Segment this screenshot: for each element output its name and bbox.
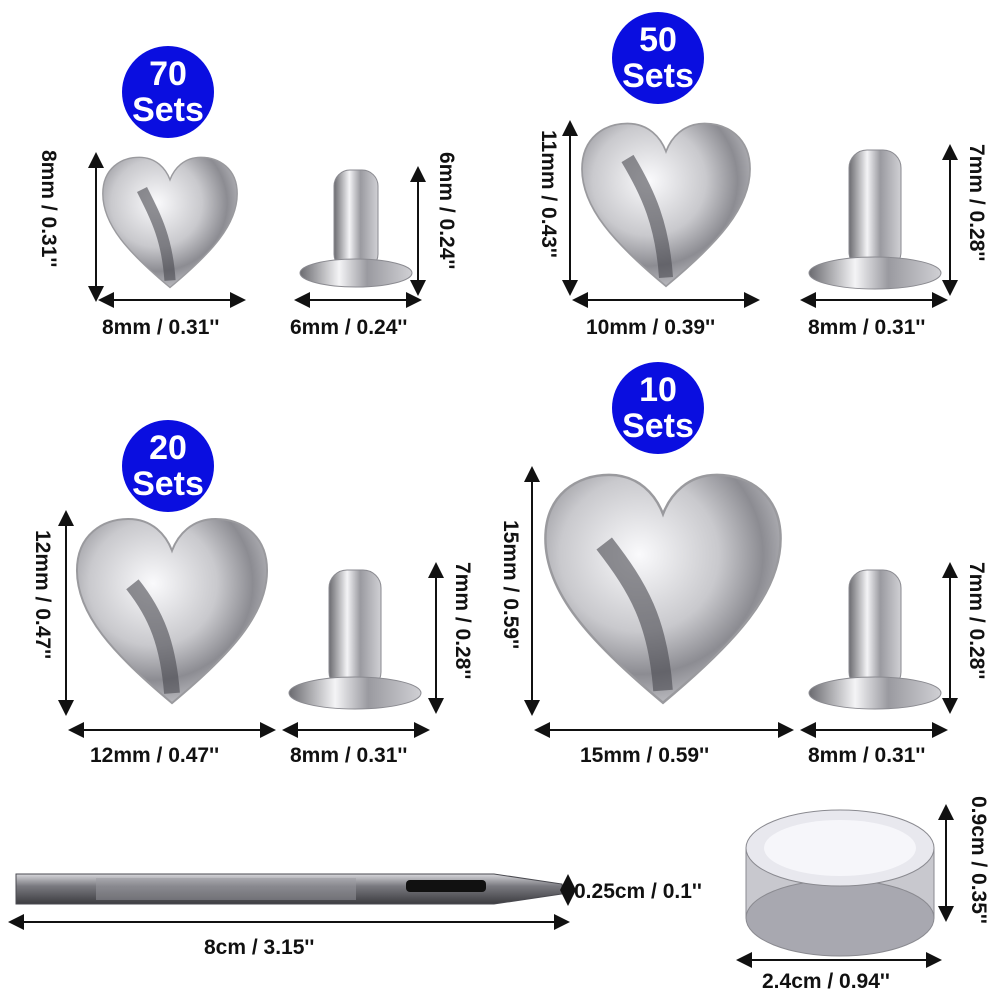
punch-length-label: 8cm / 3.15''	[204, 936, 315, 959]
heart-rivet-cap-12mm	[75, 517, 269, 705]
heart-rivet-cap-8mm	[102, 156, 238, 289]
heart-width-label: 15mm / 0.59''	[580, 744, 710, 767]
heart-width-dimension	[572, 292, 760, 308]
heart-width-dimension	[68, 722, 276, 738]
post-width-dimension	[282, 722, 430, 738]
post-width-dimension	[800, 722, 948, 738]
heart-width-label: 10mm / 0.39''	[586, 316, 716, 339]
heart-height-label: 8mm / 0.31''	[37, 150, 60, 268]
badge-unit: Sets	[132, 91, 204, 129]
setting-punch-tool	[15, 873, 563, 905]
heart-height-label: 11mm / 0.43''	[537, 130, 560, 258]
heart-width-dimension	[98, 292, 246, 308]
post-width-label: 6mm / 0.24''	[290, 316, 408, 339]
heart-height-label: 12mm / 0.47''	[31, 530, 54, 660]
quantity-badge-10: 10 Sets	[612, 362, 704, 454]
base-height-label: 0.9cm / 0.35''	[967, 796, 990, 924]
post-height-label: 7mm / 0.28''	[451, 562, 474, 680]
quantity-badge-20: 20 Sets	[122, 420, 214, 512]
badge-count: 70	[149, 55, 187, 93]
badge-unit: Sets	[622, 57, 694, 95]
post-height-dimension	[942, 562, 958, 714]
heart-width-dimension	[534, 722, 794, 738]
heart-width-label: 12mm / 0.47''	[90, 744, 220, 767]
punch-tip-label: 0.25cm / 0.1''	[574, 880, 702, 903]
heart-width-label: 8mm / 0.31''	[102, 316, 220, 339]
base-width-label: 2.4cm / 0.94''	[762, 970, 890, 993]
heart-height-dimension	[58, 510, 74, 716]
post-width-dimension	[800, 292, 948, 308]
base-height-dimension	[938, 804, 954, 922]
punch-length-dimension	[8, 914, 570, 930]
post-width-label: 8mm / 0.31''	[808, 316, 926, 339]
base-width-dimension	[736, 952, 942, 968]
post-height-label: 7mm / 0.28''	[965, 562, 988, 680]
post-height-dimension	[428, 562, 444, 714]
heart-height-dimension	[562, 120, 578, 296]
quantity-badge-50: 50 Sets	[612, 12, 704, 104]
punch-tip-dimension	[560, 874, 576, 906]
badge-count: 50	[639, 21, 677, 59]
post-width-label: 8mm / 0.31''	[808, 744, 926, 767]
badge-count: 10	[639, 371, 677, 409]
heart-rivet-cap-15mm	[544, 473, 782, 705]
heart-height-label: 15mm / 0.59''	[499, 520, 522, 650]
post-height-dimension	[410, 166, 426, 296]
rivet-post-8mm	[808, 569, 942, 710]
post-height-label: 6mm / 0.24''	[435, 152, 458, 270]
badge-unit: Sets	[622, 407, 694, 445]
badge-count: 20	[149, 429, 187, 467]
heart-height-dimension	[524, 466, 540, 716]
badge-unit: Sets	[132, 465, 204, 503]
rivet-post-8mm	[288, 569, 422, 710]
post-height-dimension	[942, 144, 958, 296]
heart-rivet-cap-10mm	[581, 122, 751, 288]
post-width-dimension	[294, 292, 422, 308]
anvil-base-tool	[745, 809, 935, 957]
heart-height-dimension	[88, 152, 104, 302]
post-height-label: 7mm / 0.28''	[965, 144, 988, 262]
rivet-post-6mm	[299, 169, 413, 288]
quantity-badge-70: 70 Sets	[122, 46, 214, 138]
rivet-post-8mm	[808, 149, 942, 290]
post-width-label: 8mm / 0.31''	[290, 744, 408, 767]
